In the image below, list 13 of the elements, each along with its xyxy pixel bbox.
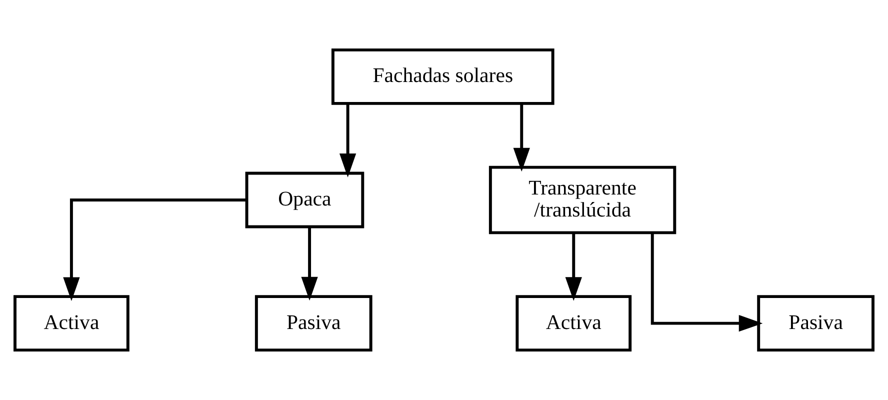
node-box: Pasiva [254,295,372,352]
node-box: Fachadas solares [331,48,554,105]
arrow [339,103,356,178]
arrow [301,226,318,301]
node-box: Opaca [245,172,364,228]
node-box: Pasiva [757,295,874,352]
node-box: Activa [14,295,130,352]
node-box: Activa [516,295,632,352]
arrow [650,233,763,332]
arrow [513,103,530,172]
node-box: Transparente /translúcida [488,166,676,234]
arrow [63,198,246,302]
arrow [565,233,582,301]
